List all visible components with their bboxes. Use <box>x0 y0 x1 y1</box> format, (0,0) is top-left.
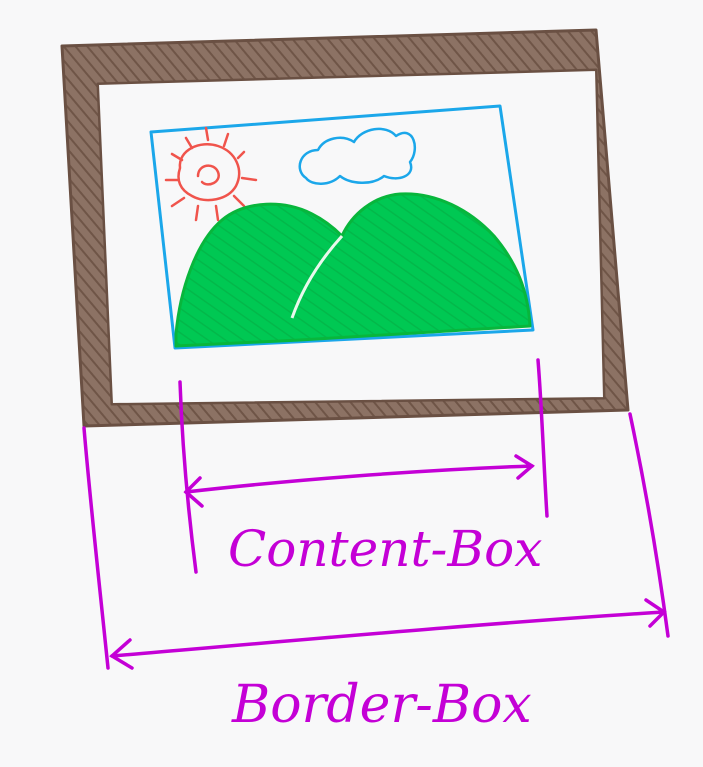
border-box-label: Border-Box <box>231 675 532 735</box>
border-box-arrow <box>110 610 666 658</box>
border-box-annotation <box>82 412 670 670</box>
border-box-arrow-left-head <box>109 638 134 670</box>
border-box-arrow-right-head <box>644 598 667 628</box>
hills-icon <box>174 192 532 348</box>
content-box-outline <box>149 104 535 350</box>
content-box-arrow-right-head <box>514 454 535 480</box>
content-picture <box>149 104 535 350</box>
content-box-arrow <box>184 464 534 494</box>
content-box-arrow-left-head <box>183 476 204 508</box>
content-box-annotation <box>178 358 549 574</box>
content-box-right-tick <box>536 358 549 518</box>
content-box-left-tick <box>178 380 198 574</box>
cloud-icon <box>298 127 416 185</box>
content-box-label: Content-Box <box>228 520 542 578</box>
border-box-right-tick <box>628 412 670 638</box>
border-box-left-tick <box>82 426 110 670</box>
sun-icon <box>164 126 258 222</box>
